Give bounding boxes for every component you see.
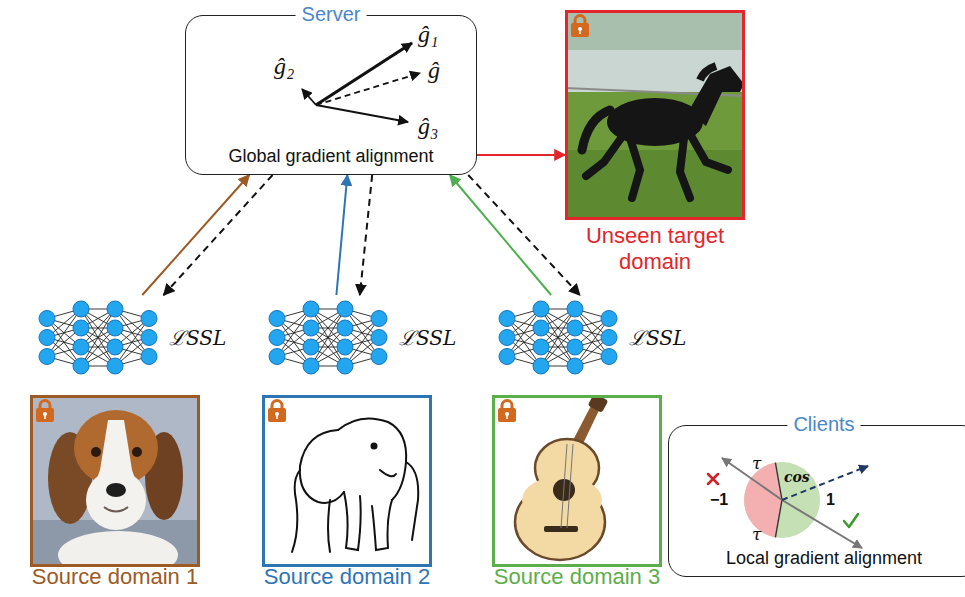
download-arrow: [468, 175, 580, 295]
neuron: [269, 349, 285, 365]
neuron: [269, 311, 285, 327]
network-link: [81, 309, 115, 366]
cosine-label: cos: [784, 469, 810, 486]
neuron: [533, 320, 549, 336]
download-arrow: [360, 175, 372, 295]
neuron: [601, 330, 617, 346]
neuron: [107, 301, 123, 317]
neuron: [39, 349, 55, 365]
panel-heading: Clients: [787, 412, 860, 436]
gradient-label: ĝ₃: [418, 112, 438, 140]
neuron: [107, 320, 123, 336]
neuron: [533, 358, 549, 374]
neuron: [73, 339, 89, 355]
target-image-frame: Unseen target domain: [565, 10, 745, 220]
network-link: [81, 309, 115, 366]
upload-arrow: [450, 175, 551, 295]
neuron: [499, 311, 515, 327]
neuron: [567, 358, 583, 374]
gradient-label: ĝ: [428, 56, 440, 84]
upload-arrow: [336, 175, 347, 295]
neuron: [107, 339, 123, 355]
network-link: [311, 309, 345, 366]
neural-networks: [39, 301, 617, 374]
upload-arrow: [142, 175, 249, 295]
neuron: [337, 358, 353, 374]
network-link: [541, 309, 575, 366]
neuron: [567, 320, 583, 336]
panel-heading: Server: [296, 2, 367, 26]
panel-caption: Global gradient alignment: [186, 145, 476, 167]
gradient-label: ĝ₁: [418, 20, 438, 48]
neuron: [303, 301, 319, 317]
neuron: [601, 349, 617, 365]
neuron: [303, 339, 319, 355]
threshold-label: τ: [752, 524, 761, 544]
neuron: [567, 301, 583, 317]
neuron: [269, 330, 285, 346]
elephant-sketch: [262, 395, 432, 567]
source-image-frame: Source domain 2: [262, 395, 432, 567]
neuron: [337, 320, 353, 336]
neuron: [73, 320, 89, 336]
panel-caption: Local gradient alignment: [669, 547, 965, 569]
neuron: [371, 330, 387, 346]
domain-caption: Source domain 3: [494, 564, 660, 590]
dog-painting: [30, 395, 200, 567]
network-link: [541, 309, 575, 366]
neuron: [337, 301, 353, 317]
axis-value: 1: [826, 490, 835, 510]
neuron: [73, 301, 89, 317]
domain-caption: Unseen target domain: [555, 223, 755, 275]
client-network: ℒSSL: [35, 295, 229, 380]
source-image-frame: Source domain 1: [30, 395, 200, 567]
upload-arrow: [477, 154, 565, 156]
axis-value: −1: [710, 490, 728, 510]
loss-label: ℒSSL: [169, 326, 226, 350]
network-link: [311, 309, 345, 366]
neuron: [73, 358, 89, 374]
neuron: [303, 358, 319, 374]
neuron: [141, 311, 157, 327]
gradient-vectors: [302, 43, 420, 122]
neuron: [499, 349, 515, 365]
neuron: [533, 339, 549, 355]
neuron: [107, 358, 123, 374]
alignment-circle: [708, 458, 868, 548]
neuron: [371, 349, 387, 365]
loss-label: ℒSSL: [629, 326, 686, 350]
neuron: [337, 339, 353, 355]
neuron: [141, 330, 157, 346]
download-arrow: [164, 175, 273, 295]
client-network: ℒSSL: [495, 295, 689, 380]
neuron: [371, 311, 387, 327]
neuron: [39, 311, 55, 327]
client-network: ℒSSL: [265, 295, 459, 380]
neuron: [303, 320, 319, 336]
gradient-label: ĝ₂: [274, 52, 294, 80]
neuron: [601, 311, 617, 327]
domain-caption: Source domain 1: [32, 564, 198, 590]
loss-label: ℒSSL: [399, 326, 456, 350]
neuron: [499, 330, 515, 346]
source-image-frame: Source domain 3: [492, 395, 662, 567]
neuron: [141, 349, 157, 365]
threshold-label: τ: [752, 453, 761, 473]
neuron: [533, 301, 549, 317]
neuron: [39, 330, 55, 346]
neuron: [567, 339, 583, 355]
horse-image: [565, 10, 745, 220]
domain-caption: Source domain 2: [264, 564, 430, 590]
guitar-image: [492, 395, 662, 567]
